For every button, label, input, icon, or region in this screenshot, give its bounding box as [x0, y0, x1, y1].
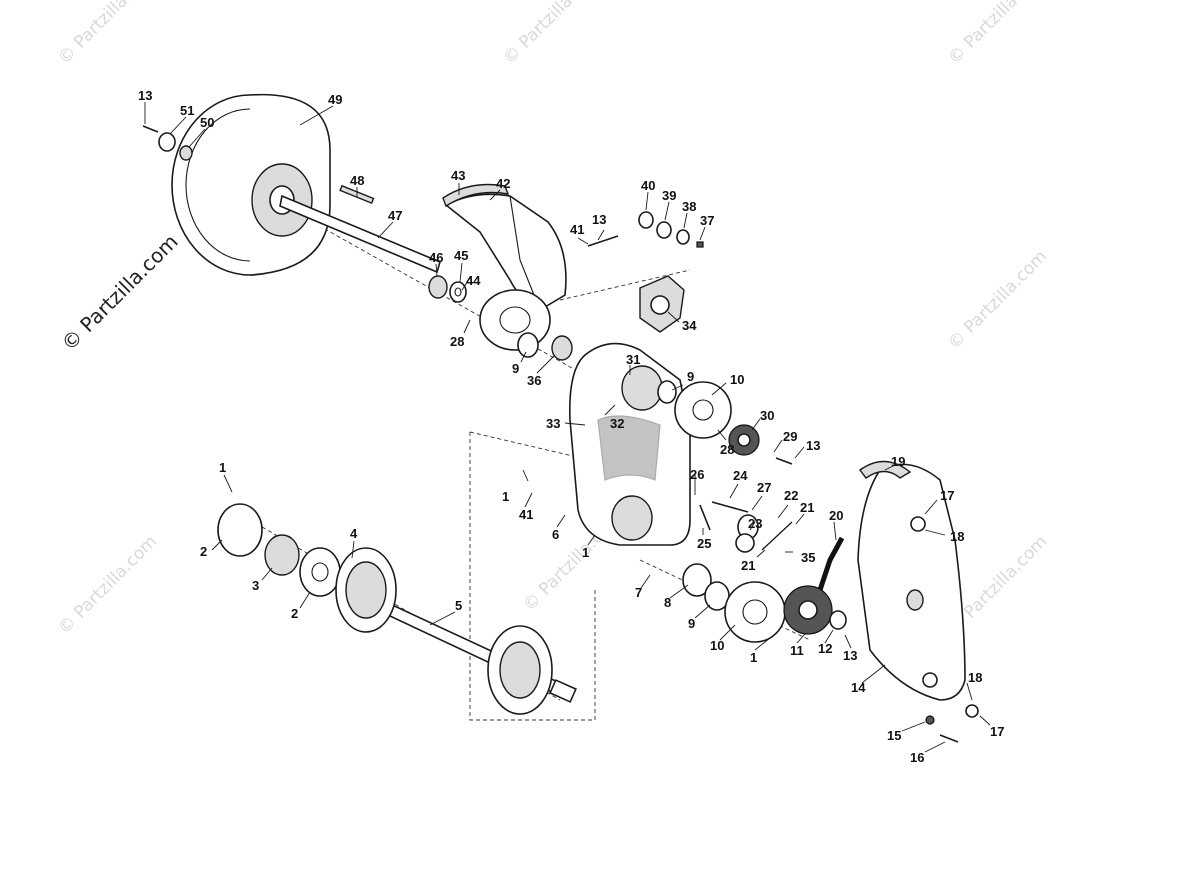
large-drive-sprocket [783, 585, 833, 635]
callout-21: 21 [741, 558, 755, 573]
watermark-tile: © Partzilla.com [54, 0, 161, 69]
callout-49: 49 [328, 92, 342, 107]
callout-6: 6 [552, 527, 559, 542]
callout-27: 27 [757, 480, 771, 495]
callout-1: 1 [750, 650, 757, 665]
callout-1: 1 [502, 489, 509, 504]
callout-22: 22 [784, 488, 798, 503]
callout-44: 44 [466, 273, 481, 288]
callout-33: 33 [546, 416, 560, 431]
callout-8: 8 [664, 595, 671, 610]
callout-39: 39 [662, 188, 676, 203]
callout-7: 7 [635, 585, 642, 600]
callout-12: 12 [818, 641, 832, 656]
callout-38: 38 [682, 199, 696, 214]
bearing-block [639, 275, 685, 333]
callout-26: 26 [690, 467, 704, 482]
callout-43: 43 [451, 168, 465, 183]
callout-31: 31 [626, 352, 640, 367]
callout-1: 1 [582, 545, 589, 560]
drive-axle-assembly [335, 547, 577, 715]
callout-20: 20 [829, 508, 843, 523]
callout-25: 25 [697, 536, 711, 551]
callout-13: 13 [138, 88, 152, 103]
callout-51: 51 [180, 103, 194, 118]
lower-bearing-stack [682, 563, 786, 643]
callout-46: 46 [429, 250, 443, 265]
callout-23: 23 [748, 516, 762, 531]
callout-9: 9 [687, 369, 694, 384]
callout-18: 18 [950, 529, 964, 544]
callout-3: 3 [252, 578, 259, 593]
callout-41: 41 [519, 507, 533, 522]
callout-4: 4 [350, 526, 358, 541]
large-sprocket-washer [829, 610, 847, 630]
callout-13: 13 [592, 212, 606, 227]
upper-sprocket [728, 424, 760, 456]
callout-2: 2 [291, 606, 298, 621]
callout-29: 29 [783, 429, 797, 444]
callout-41: 41 [570, 222, 584, 237]
callout-21: 21 [800, 500, 814, 515]
callout-40: 40 [641, 178, 655, 193]
cover-fasteners [925, 704, 979, 743]
watermark-tile: © Partzilla.com [944, 0, 1051, 69]
callout-36: 36 [527, 373, 541, 388]
callout-14: 14 [851, 680, 866, 695]
pulley-bolt-washers [142, 125, 193, 161]
callout-16: 16 [910, 750, 924, 765]
upper-sprocket-bolt [775, 457, 793, 465]
callout-2: 2 [200, 544, 207, 559]
callout-19: 19 [891, 454, 905, 469]
callout-labels: 13 51 50 49 48 47 43 42 45 46 44 28 9 36… [138, 88, 1004, 765]
upper-bearing-plate [657, 380, 732, 439]
callout-32: 32 [610, 416, 624, 431]
callout-17: 17 [990, 724, 1004, 739]
chain-tensioner [699, 501, 793, 553]
callout-30: 30 [760, 408, 774, 423]
callout-5: 5 [455, 598, 462, 613]
callout-10: 10 [710, 638, 724, 653]
callout-50: 50 [200, 115, 214, 130]
watermark-tile: © Partzilla.com [499, 0, 606, 69]
callout-28: 28 [720, 442, 734, 457]
watermark-tile: © Partzilla.com [54, 532, 161, 639]
callout-24: 24 [733, 468, 748, 483]
callout-42: 42 [496, 176, 510, 191]
callout-13: 13 [806, 438, 820, 453]
callout-35: 35 [801, 550, 815, 565]
callout-17: 17 [940, 488, 954, 503]
chaincase-cover [857, 460, 966, 701]
callout-9: 9 [512, 361, 519, 376]
shaft-bearing-washers [428, 275, 467, 303]
callout-11: 11 [790, 643, 804, 658]
callout-9: 9 [688, 616, 695, 631]
callout-leaders [144, 102, 991, 753]
callout-13: 13 [843, 648, 857, 663]
callout-15: 15 [887, 728, 901, 743]
callout-47: 47 [388, 208, 402, 223]
callout-34: 34 [682, 318, 697, 333]
callout-18: 18 [968, 670, 982, 685]
watermark-tile: © Partzilla.com [944, 247, 1051, 354]
callout-37: 37 [700, 213, 714, 228]
callout-48: 48 [350, 173, 364, 188]
callout-28: 28 [450, 334, 464, 349]
upper-bearings [517, 332, 573, 361]
callout-1: 1 [219, 460, 226, 475]
callout-45: 45 [454, 248, 468, 263]
watermark-main: © Partzilla.com [57, 229, 183, 355]
drum-pulley [171, 93, 331, 276]
upper-right-small-parts [587, 211, 704, 248]
callout-10: 10 [730, 372, 744, 387]
left-hub-parts [217, 503, 341, 597]
